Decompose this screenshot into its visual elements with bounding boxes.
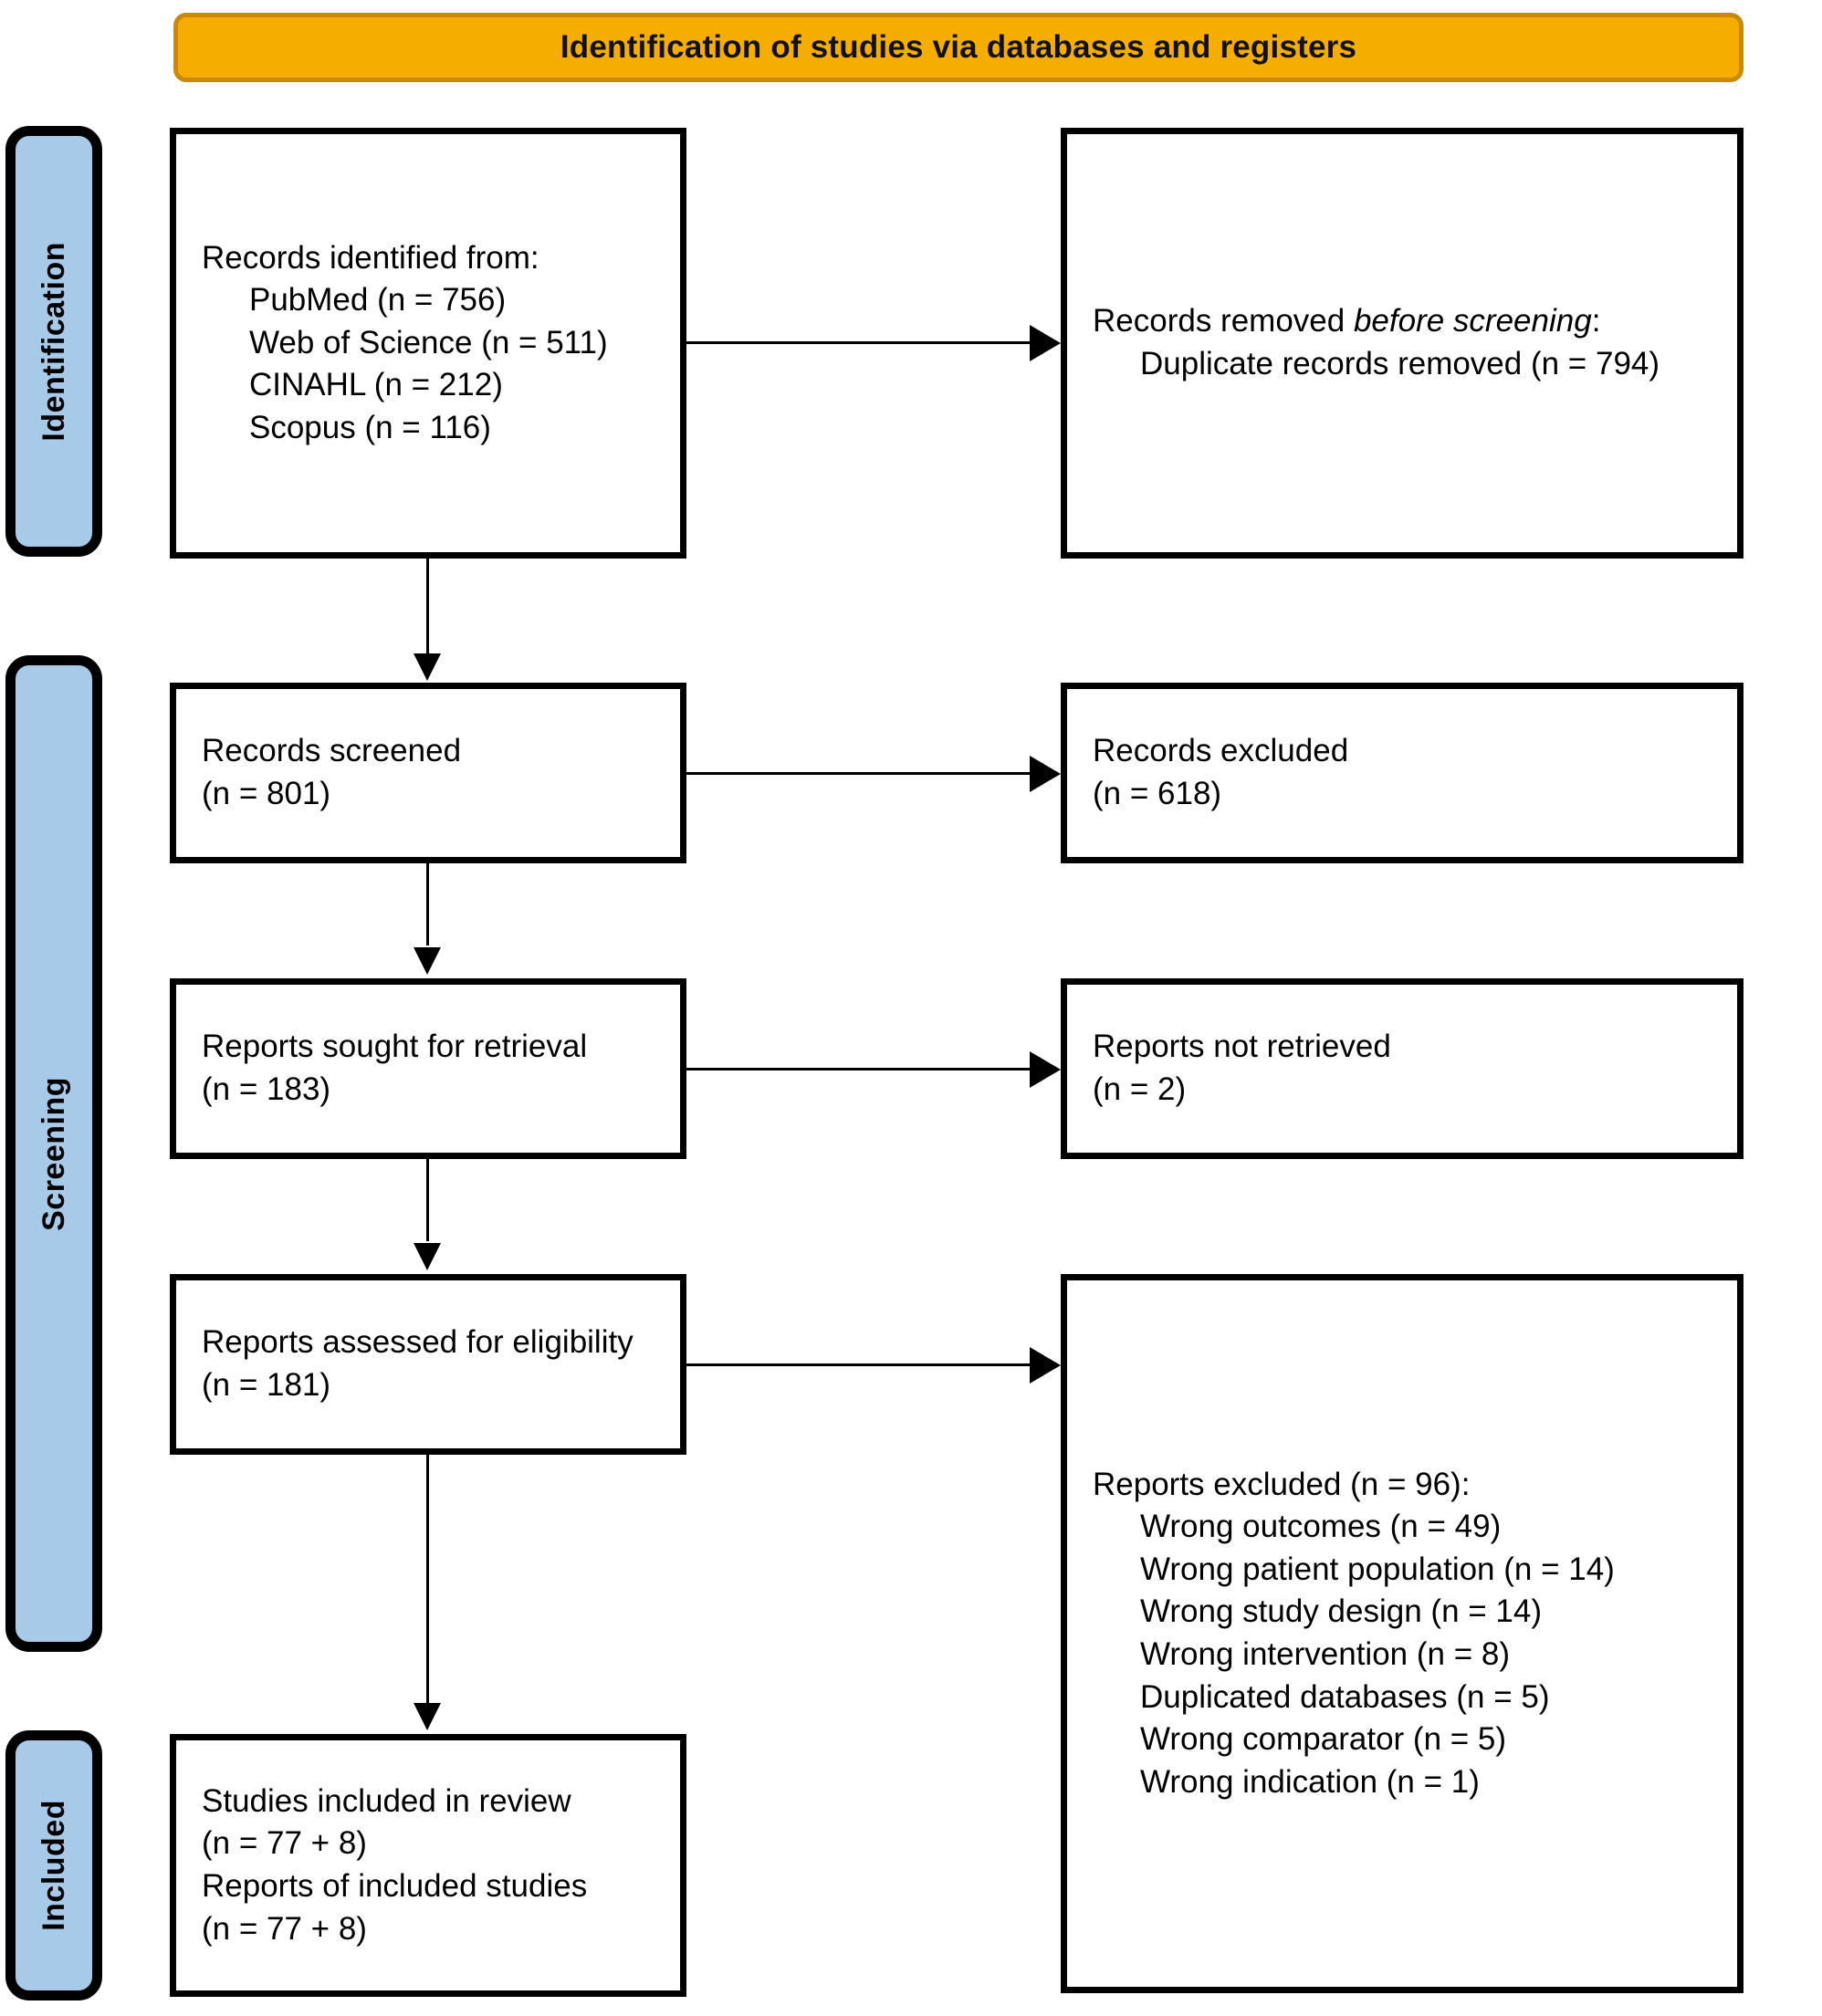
records-excluded-count: (n = 618) — [1093, 776, 1222, 811]
box-reports-not-retrieved-body: Reports not retrieved (n = 2) — [1067, 1026, 1737, 1111]
arrowhead-down-to-screened — [414, 653, 441, 681]
box-studies-included-body: Studies included in review (n = 77 + 8) … — [176, 1781, 680, 1950]
records-excluded-label: Records excluded — [1093, 733, 1349, 769]
reports-sought-label: Reports sought for retrieval — [202, 1029, 588, 1065]
stage-tab-screening: Screening — [5, 655, 102, 1652]
reports-not-retrieved-count: (n = 2) — [1093, 1071, 1187, 1107]
arrowhead-right-to-reports-excluded — [1030, 1347, 1061, 1384]
records-removed-heading-prefix: Records removed — [1093, 303, 1354, 339]
reports-excluded-reason-wrong-study-design: Wrong study design (n = 14) — [1140, 1593, 1543, 1630]
reports-assessed-count: (n = 181) — [202, 1367, 331, 1403]
box-reports-assessed-body: Reports assessed for eligibility (n = 18… — [176, 1321, 680, 1406]
records-identified-heading: Records identified from: — [202, 239, 539, 276]
records-screened-count: (n = 801) — [202, 776, 331, 811]
records-identified-source-scopus: Scopus (n = 116) — [249, 409, 491, 445]
studies-included-label: Studies included in review — [202, 1782, 571, 1819]
connector-assessed-to-reports-excluded — [686, 1363, 1031, 1366]
box-records-screened-body: Records screened (n = 801) — [176, 730, 680, 815]
reports-excluded-reason-wrong-indication: Wrong indication (n = 1) — [1140, 1763, 1480, 1800]
connector-identified-to-removed — [686, 341, 1031, 344]
box-records-removed: Records removed before screening: Duplic… — [1061, 128, 1743, 559]
studies-included-count: (n = 77 + 8) — [202, 1825, 367, 1862]
box-studies-included: Studies included in review (n = 77 + 8) … — [170, 1734, 686, 1997]
connector-sought-to-assessed — [426, 1159, 429, 1241]
diagram-header-banner: Identification of studies via databases … — [173, 13, 1743, 82]
connector-assessed-to-included — [426, 1455, 429, 1703]
stage-tab-identification: Identification — [5, 126, 102, 557]
arrowhead-down-to-sought — [414, 947, 441, 975]
box-reports-sought: Reports sought for retrieval (n = 183) — [170, 978, 686, 1159]
reports-sought-count: (n = 183) — [202, 1071, 331, 1107]
box-records-screened: Records screened (n = 801) — [170, 683, 686, 863]
reports-not-retrieved-label: Reports not retrieved — [1093, 1029, 1391, 1065]
box-records-removed-body: Records removed before screening: Duplic… — [1067, 300, 1737, 385]
reports-of-included-studies-count: (n = 77 + 8) — [202, 1910, 367, 1947]
stage-tab-identification-label: Identification — [36, 241, 71, 442]
records-identified-source-pubmed: PubMed (n = 756) — [249, 282, 507, 319]
connector-screened-to-sought — [426, 863, 429, 945]
arrowhead-right-to-removed — [1030, 325, 1061, 361]
box-reports-excluded-reasons-body: Reports excluded (n = 96): Wrong outcome… — [1067, 1464, 1737, 1803]
box-records-identified: Records identified from: PubMed (n = 756… — [170, 128, 686, 559]
box-records-excluded-body: Records excluded (n = 618) — [1067, 730, 1737, 815]
records-identified-source-cinahl: CINAHL (n = 212) — [249, 367, 503, 403]
box-records-identified-body: Records identified from: PubMed (n = 756… — [176, 237, 680, 450]
arrowhead-down-to-included — [414, 1703, 441, 1730]
box-reports-not-retrieved: Reports not retrieved (n = 2) — [1061, 978, 1743, 1159]
records-removed-heading-italic: before screening — [1353, 303, 1592, 339]
box-reports-excluded-reasons: Reports excluded (n = 96): Wrong outcome… — [1061, 1274, 1743, 1993]
box-records-excluded: Records excluded (n = 618) — [1061, 683, 1743, 863]
connector-sought-to-not-retrieved — [686, 1068, 1031, 1071]
stage-tab-included-label: Included — [36, 1800, 71, 1931]
arrowhead-right-to-not-retrieved — [1030, 1051, 1061, 1088]
reports-excluded-reason-duplicated-databases: Duplicated databases (n = 5) — [1140, 1678, 1550, 1715]
box-reports-sought-body: Reports sought for retrieval (n = 183) — [176, 1026, 680, 1111]
arrowhead-down-to-assessed — [414, 1243, 441, 1270]
reports-excluded-reason-wrong-comparator: Wrong comparator (n = 5) — [1140, 1721, 1507, 1758]
stage-tab-included: Included — [5, 1730, 102, 2000]
reports-excluded-heading: Reports excluded (n = 96): — [1093, 1466, 1471, 1502]
reports-excluded-reason-wrong-outcomes: Wrong outcomes (n = 49) — [1140, 1509, 1502, 1545]
records-removed-heading-suffix: : — [1591, 303, 1601, 339]
records-screened-label: Records screened — [202, 733, 462, 769]
connector-identified-to-screened — [426, 559, 429, 657]
box-reports-assessed: Reports assessed for eligibility (n = 18… — [170, 1274, 686, 1455]
stage-tab-screening-label: Screening — [36, 1076, 71, 1231]
reports-assessed-label: Reports assessed for eligibility — [202, 1324, 634, 1361]
diagram-title: Identification of studies via databases … — [560, 29, 1357, 65]
reports-excluded-reason-wrong-intervention: Wrong intervention (n = 8) — [1140, 1636, 1510, 1672]
records-removed-duplicates: Duplicate records removed (n = 794) — [1140, 346, 1660, 381]
connector-screened-to-excluded — [686, 772, 1031, 775]
records-removed-heading: Records removed before screening: — [1093, 300, 1712, 343]
reports-excluded-reason-wrong-patient-population: Wrong patient population (n = 14) — [1140, 1551, 1615, 1587]
arrowhead-right-to-excluded — [1030, 756, 1061, 792]
records-identified-source-web-of-science: Web of Science (n = 511) — [249, 324, 608, 360]
reports-of-included-studies-label: Reports of included studies — [202, 1868, 588, 1904]
